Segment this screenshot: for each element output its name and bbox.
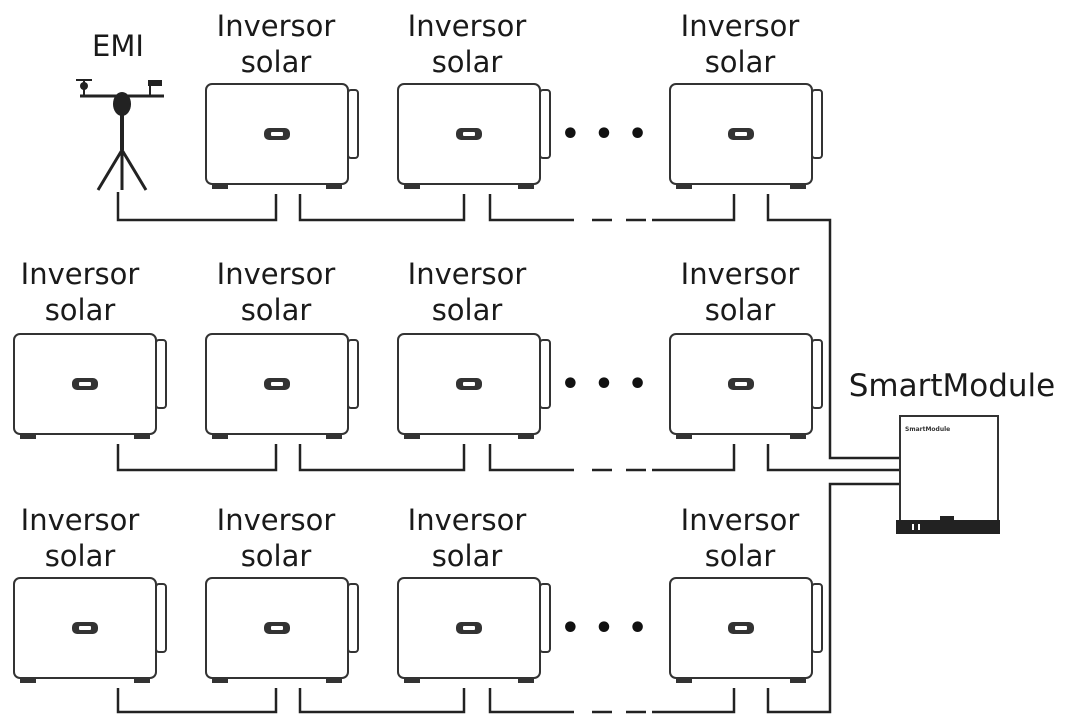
emi-label: EMI xyxy=(92,29,144,63)
solar-inverter-icon xyxy=(205,577,359,684)
inverter-label-line1: Inversor xyxy=(681,9,800,43)
inverter-label-line1: Inversor xyxy=(21,257,140,291)
inverter-label-line1: Inversor xyxy=(681,503,800,537)
ellipsis: • • • xyxy=(561,367,649,402)
solar-inverter-icon xyxy=(13,333,167,440)
inverter-label-line1: Inversor xyxy=(408,9,527,43)
inverter-label-line2: solar xyxy=(705,539,776,573)
solar-inverter-icon xyxy=(669,83,823,190)
solar-inverter-icon xyxy=(13,577,167,684)
connection-line xyxy=(116,444,900,472)
inverter-label-line2: solar xyxy=(241,45,312,79)
solar-inverter-icon xyxy=(205,83,359,190)
inverter-label-line2: solar xyxy=(241,293,312,327)
inverter-label-line2: solar xyxy=(432,539,503,573)
ellipsis: • • • xyxy=(561,611,649,646)
solar-inverter-icon xyxy=(669,577,823,684)
solar-inverter-icon xyxy=(397,83,551,190)
inverter-label-line1: Inversor xyxy=(21,503,140,537)
inverter-label-line2: solar xyxy=(705,45,776,79)
solar-inverter-icon xyxy=(397,577,551,684)
solar-inverter-icon xyxy=(669,333,823,440)
inverter-label-line2: solar xyxy=(432,45,503,79)
connection-line xyxy=(116,192,900,460)
solar-inverter-icon xyxy=(205,333,359,440)
smartmodule-panel-text: SmartModule xyxy=(905,426,950,433)
inverter-label-line2: solar xyxy=(241,539,312,573)
inverter-label-line2: solar xyxy=(705,293,776,327)
ellipsis: • • • xyxy=(561,117,649,152)
solar-inverter-icon xyxy=(397,333,551,440)
inverter-label-line1: Inversor xyxy=(217,257,336,291)
smartmodule-device-icon: SmartModule xyxy=(896,415,1000,534)
emi-weather-station-icon: EMI xyxy=(76,29,164,191)
inverter-label-line1: Inversor xyxy=(681,257,800,291)
inverter-label-line2: solar xyxy=(45,539,116,573)
smartmodule-label: SmartModule xyxy=(849,368,1056,404)
inverter-label-line1: Inversor xyxy=(217,503,336,537)
connection-line xyxy=(116,482,900,714)
inverter-label-line1: Inversor xyxy=(408,503,527,537)
inverter-label-line1: Inversor xyxy=(408,257,527,291)
inverter-label-line1: Inversor xyxy=(217,9,336,43)
inverter-label-line2: solar xyxy=(45,293,116,327)
inverter-label-line2: solar xyxy=(432,293,503,327)
